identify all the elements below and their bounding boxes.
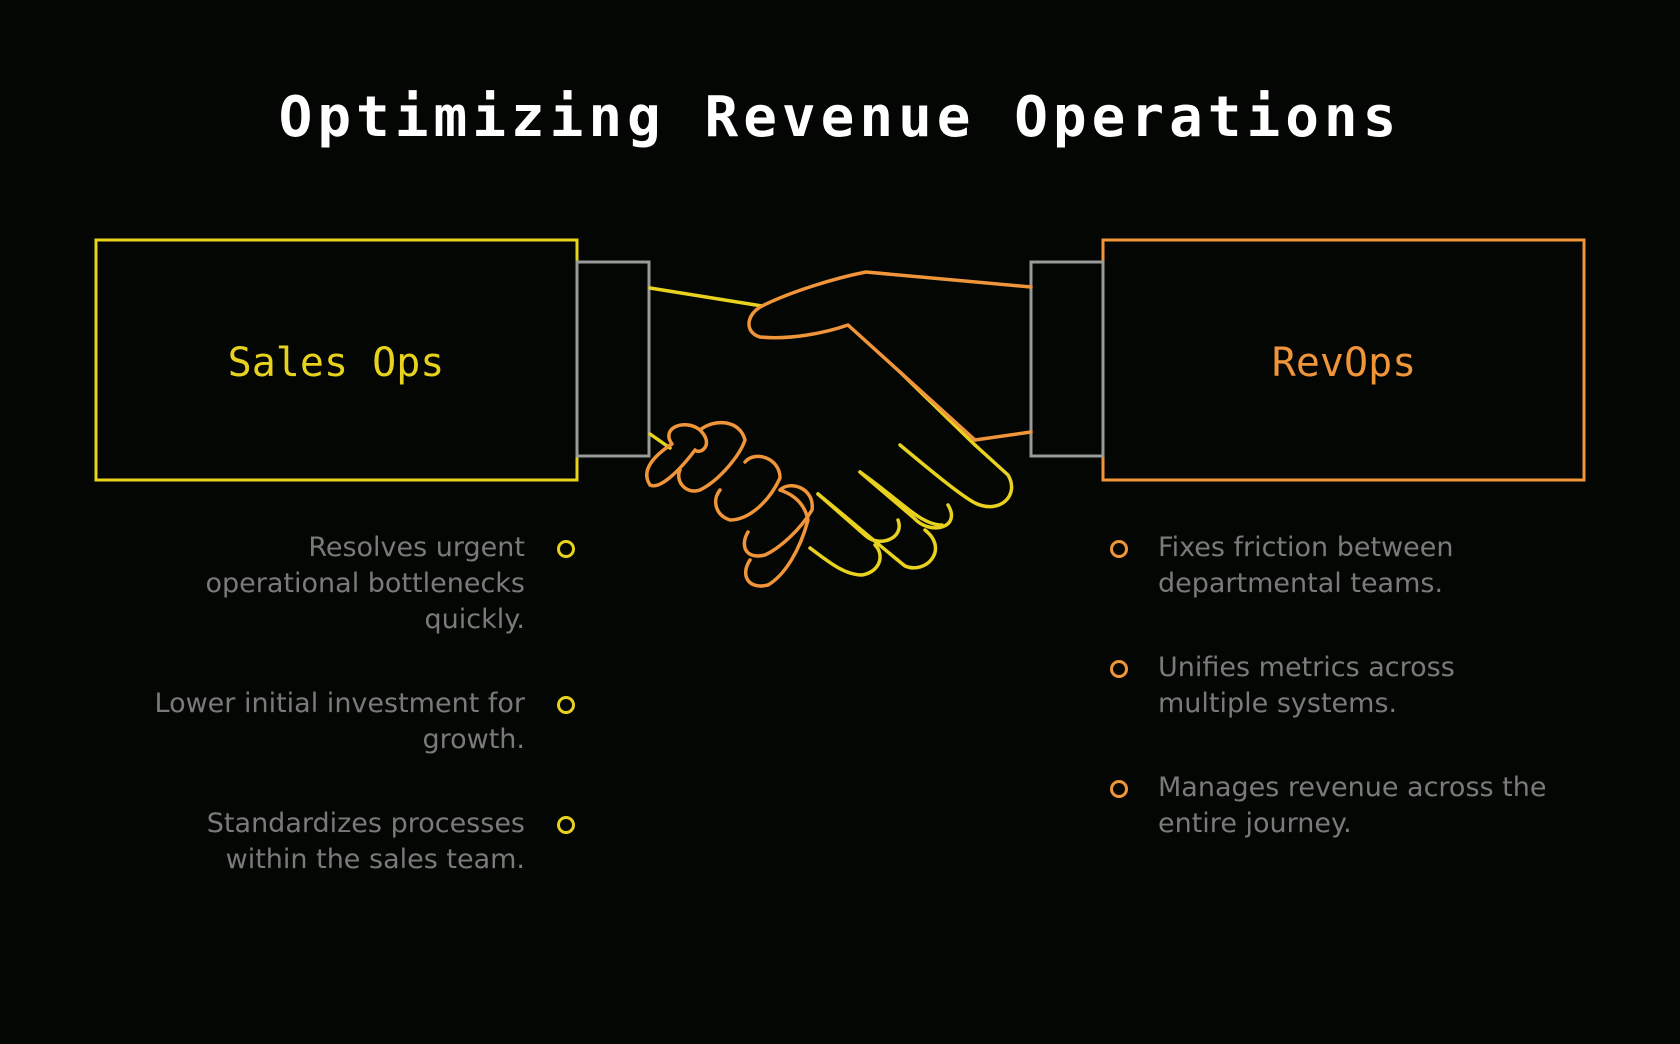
bullet-text: Resolves urgent operational bottlenecks … — [205, 532, 525, 635]
left-cuff — [575, 260, 651, 458]
list-item: Fixes friction between departmental team… — [1110, 530, 1550, 602]
list-item: Lower initial investment for growth. — [150, 686, 575, 758]
bullet-text: Lower initial investment for growth. — [154, 688, 525, 755]
handshake-icon — [645, 270, 1033, 588]
bullet-text: Unifies metrics across multiple systems. — [1158, 652, 1455, 719]
bullet-dot-icon — [1110, 660, 1128, 678]
bullet-text: Standardizes processes within the sales … — [206, 808, 525, 875]
sales-ops-label: Sales Ops — [227, 340, 445, 386]
list-item: Manages revenue across the entire journe… — [1110, 770, 1550, 842]
bullet-text: Fixes friction between departmental team… — [1158, 532, 1454, 599]
list-item: Standardizes processes within the sales … — [150, 806, 575, 878]
right-cuff — [1029, 260, 1105, 458]
bullet-dot-icon — [557, 696, 575, 714]
bullet-dot-icon — [1110, 780, 1128, 798]
bullet-dot-icon — [1110, 540, 1128, 558]
sales-ops-benefits-list: Resolves urgent operational bottlenecks … — [150, 530, 575, 926]
revops-benefits-list: Fixes friction between departmental team… — [1110, 530, 1550, 890]
bullet-dot-icon — [557, 540, 575, 558]
page-title: Optimizing Revenue Operations — [278, 85, 1402, 150]
list-item: Resolves urgent operational bottlenecks … — [150, 530, 575, 638]
revops-label: RevOps — [1271, 340, 1417, 386]
list-item: Unifies metrics across multiple systems. — [1110, 650, 1550, 722]
bullet-text: Manages revenue across the entire journe… — [1158, 772, 1547, 839]
bullet-dot-icon — [557, 816, 575, 834]
